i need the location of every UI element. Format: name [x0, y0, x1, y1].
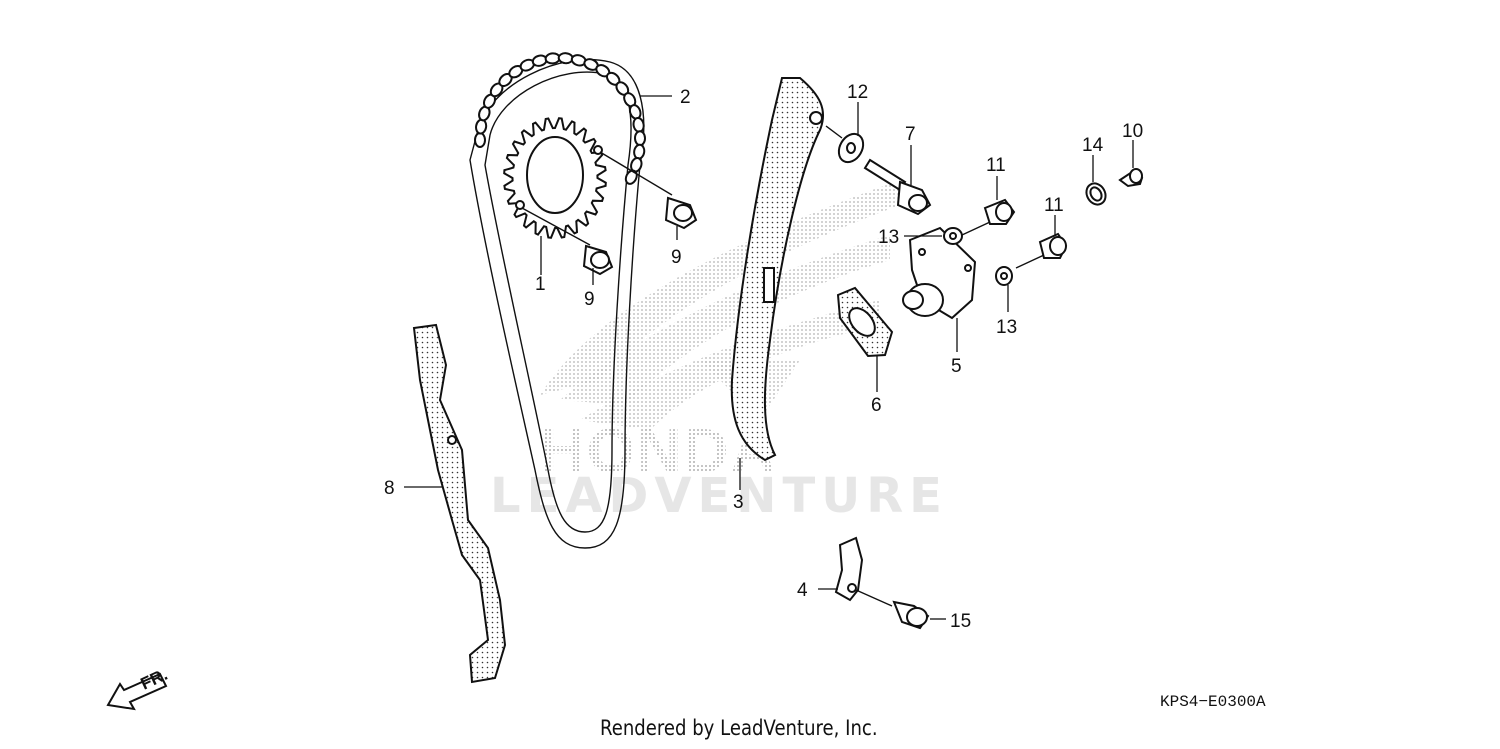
- sealing-bolt: [1118, 168, 1144, 188]
- pivot-bolt: [825, 125, 932, 216]
- chain-link: [633, 130, 647, 147]
- front-arrow-icon: [106, 672, 168, 711]
- callout-15: 15: [950, 611, 971, 632]
- callout-1: 1: [535, 274, 546, 295]
- cam-chain-tensioner-arm: [730, 77, 825, 462]
- chain-link: [557, 52, 574, 65]
- chain-link: [474, 132, 486, 148]
- cam-chain-guide: [412, 323, 507, 684]
- sprocket-bolt-upper: [599, 151, 698, 230]
- callout-8: 8: [384, 478, 395, 499]
- callout-9-lower: 9: [584, 289, 595, 310]
- callout-3: 3: [733, 492, 744, 513]
- stopper-bolt: [892, 600, 930, 630]
- chain-link: [633, 143, 646, 160]
- callout-11-lower: 11: [1044, 195, 1064, 216]
- honda-watermark-text: HONDA: [540, 417, 777, 486]
- render-credit: Rendered by LeadVenture, Inc.: [600, 716, 878, 740]
- callout-6: 6: [871, 395, 882, 416]
- tensioner-gasket: [836, 286, 894, 358]
- callout-7: 7: [905, 124, 916, 145]
- tensioner-lifter: [902, 226, 977, 320]
- washer-13-upper: [943, 227, 963, 245]
- callout-9-upper: 9: [671, 247, 682, 268]
- honda-wing-watermark: [540, 180, 900, 430]
- leadventure-watermark-text: LEADVENTURE: [490, 468, 948, 524]
- callout-2: 2: [680, 87, 691, 108]
- tensioner-bolt-upper: [961, 198, 1016, 236]
- callout-13-lower: 13: [996, 317, 1017, 338]
- callout-13-upper: 13: [878, 227, 899, 248]
- chain-link: [624, 169, 638, 185]
- tensioner-bolt-lower: [1015, 232, 1068, 269]
- stopper-plate: [834, 536, 893, 607]
- callout-10: 10: [1122, 121, 1143, 142]
- cam-chain: [469, 52, 647, 549]
- callout-5: 5: [951, 356, 962, 377]
- o-ring: [1085, 182, 1107, 206]
- callout-12: 12: [847, 82, 868, 103]
- diagram-code: KPS4−E0300A: [1160, 693, 1266, 711]
- callout-14: 14: [1082, 135, 1104, 156]
- sprocket-bolt-lower: [521, 207, 614, 276]
- callout-4: 4: [797, 580, 808, 601]
- cam-sprocket: [503, 117, 607, 239]
- chain-link: [475, 118, 488, 135]
- leader-lines: [404, 95, 1134, 620]
- washer-13-lower: [995, 266, 1013, 286]
- callout-11-upper: 11: [986, 155, 1006, 176]
